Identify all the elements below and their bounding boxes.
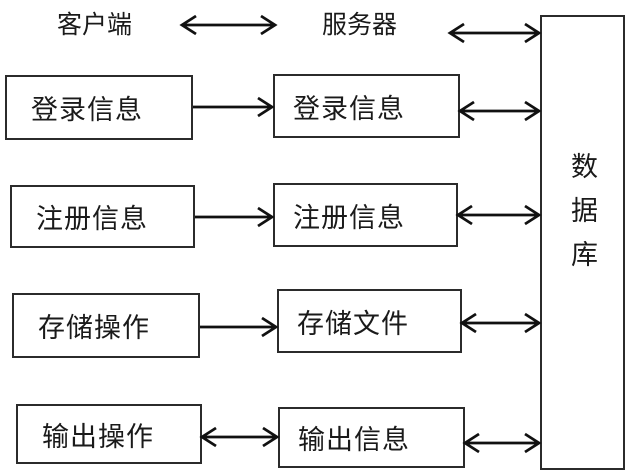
arrow-client-server [179, 14, 278, 36]
arrow-register-server-database [455, 204, 542, 226]
client-column-header: 客户端 [57, 12, 133, 39]
database-box: 数据库 [540, 15, 625, 470]
arrow-server-database [447, 22, 542, 44]
client-box-register: 注册信息 [10, 185, 195, 248]
client-box-login: 登录信息 [5, 75, 193, 140]
server-box-store-file: 存储文件 [277, 289, 462, 353]
arrow-login-client-server [193, 96, 275, 118]
server-box-login: 登录信息 [273, 74, 460, 138]
server-column-header: 服务器 [322, 12, 398, 39]
client-box-output: 输出操作 [16, 404, 202, 464]
server-box-register: 注册信息 [273, 183, 458, 247]
arrow-login-server-database [457, 100, 542, 122]
client-box-store: 存储操作 [12, 293, 200, 358]
database-label: 数据库 [567, 152, 597, 284]
server-box-output: 输出信息 [278, 407, 465, 468]
arrow-output-server-database [462, 432, 542, 454]
arrow-store-client-server [200, 316, 279, 338]
arrow-register-client-server [195, 206, 275, 228]
arrow-output-client-server [199, 426, 280, 448]
arrow-store-server-database [459, 312, 542, 334]
